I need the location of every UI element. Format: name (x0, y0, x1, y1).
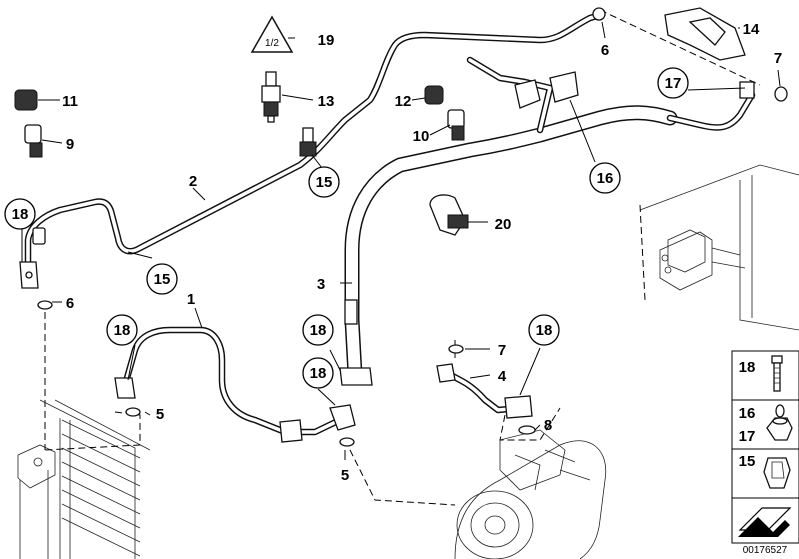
callout-18-center: 18 (310, 322, 327, 339)
leader-lines (21, 21, 781, 460)
o-ring-5-bottom (339, 437, 355, 447)
hose-line-3 (344, 105, 678, 383)
o-ring-6-top (592, 7, 606, 21)
callout-13: 13 (318, 93, 335, 110)
svg-text:15: 15 (739, 453, 756, 470)
callout-2: 2 (189, 173, 197, 190)
valve-cap-12 (424, 85, 444, 105)
fitting-end-left (19, 227, 46, 289)
callout-9: 9 (66, 136, 74, 153)
callout-18-center-circle (302, 314, 334, 346)
callout-20: 20 (495, 216, 512, 233)
callout-11: 11 (62, 93, 78, 110)
evaporator-drawing (639, 164, 799, 331)
callout-labels: 1 2 3 4 5 5 6 6 7 7 8 9 10 11 12 13 14 1… (4, 21, 782, 484)
pipe-line-17 (666, 91, 756, 131)
callout-18-mid-left: 18 (114, 322, 131, 339)
svg-text:16: 16 (739, 405, 756, 422)
callout-18-left-circle (4, 198, 36, 230)
fitting-line-1-end (279, 404, 356, 443)
fitting-line-1-start (114, 377, 136, 399)
callout-18-mid-left-circle (106, 314, 138, 346)
clip-icon (763, 457, 791, 489)
callout-7-right: 7 (774, 50, 782, 67)
pipe-line-2 (24, 11, 604, 269)
svg-text:17: 17 (739, 428, 756, 445)
callout-19: 19 (318, 32, 335, 49)
callout-6-left: 6 (66, 295, 74, 312)
arrow-icon (738, 507, 792, 537)
valve-9 (24, 124, 43, 158)
callout-18-right: 18 (536, 322, 553, 339)
nut-icon (766, 404, 793, 441)
fitting-line-4-end (436, 363, 533, 419)
svg-text:1/2: 1/2 (265, 38, 279, 49)
legend-panel: 18 16 17 15 00176527 (731, 350, 799, 556)
callout-8: 8 (544, 417, 552, 434)
condenser-drawing (17, 399, 151, 559)
callout-18-lower-circle (302, 357, 334, 389)
callout-4: 4 (498, 368, 507, 385)
callout-7-mid: 7 (498, 342, 506, 359)
callout-5-bottom: 5 (341, 467, 349, 484)
bracket-14 (664, 7, 746, 61)
callout-15-top-circle (308, 166, 340, 198)
compressor-drawing (454, 429, 607, 559)
o-ring-items (37, 7, 788, 447)
svg-text:18: 18 (739, 359, 756, 376)
callout-18-left: 18 (12, 206, 29, 223)
callout-6-top: 6 (601, 42, 609, 59)
valve-cap-11 (14, 89, 38, 111)
pipe-line-1 (121, 326, 344, 436)
bolt-icon (771, 355, 783, 392)
callout-16: 16 (597, 170, 614, 187)
callout-14: 14 (743, 21, 760, 38)
callout-3: 3 (317, 276, 325, 293)
callout-5-left: 5 (156, 406, 164, 423)
callout-17: 17 (665, 75, 682, 92)
o-ring-7-mid (448, 344, 464, 354)
callout-15-left-circle (146, 263, 178, 295)
clip-20 (429, 194, 469, 236)
legend-box-18 (731, 350, 799, 401)
callout-15-top: 15 (316, 174, 333, 191)
o-ring-7-right (774, 86, 788, 102)
dashed-guide-evaporator (599, 9, 761, 301)
o-ring-5-left (125, 407, 141, 417)
block-16-fitting (514, 71, 579, 109)
dashed-guide-line-5 (44, 411, 141, 451)
valve-10 (447, 109, 465, 141)
connector-17 (739, 81, 755, 99)
callout-15-left: 15 (154, 271, 171, 288)
dashed-guide-compressor (344, 340, 561, 506)
warning-triangle-19: 1/2 (250, 15, 294, 53)
pressure-switch-13 (261, 71, 281, 123)
callout-18-lower: 18 (310, 365, 327, 382)
pipe-line-4 (441, 368, 524, 414)
sensor-15 (299, 127, 317, 157)
callout-10: 10 (413, 128, 430, 145)
o-ring-6-left (37, 300, 53, 310)
hose-3-end-fitting (339, 299, 373, 386)
callout-1: 1 (187, 291, 195, 308)
callout-12: 12 (395, 93, 412, 110)
diagram-id: 00176527 (743, 545, 788, 556)
o-ring-8 (518, 425, 536, 435)
callout-17-circle (657, 67, 689, 99)
callout-16-circle (589, 162, 621, 194)
callout-18-right-circle (528, 314, 560, 346)
